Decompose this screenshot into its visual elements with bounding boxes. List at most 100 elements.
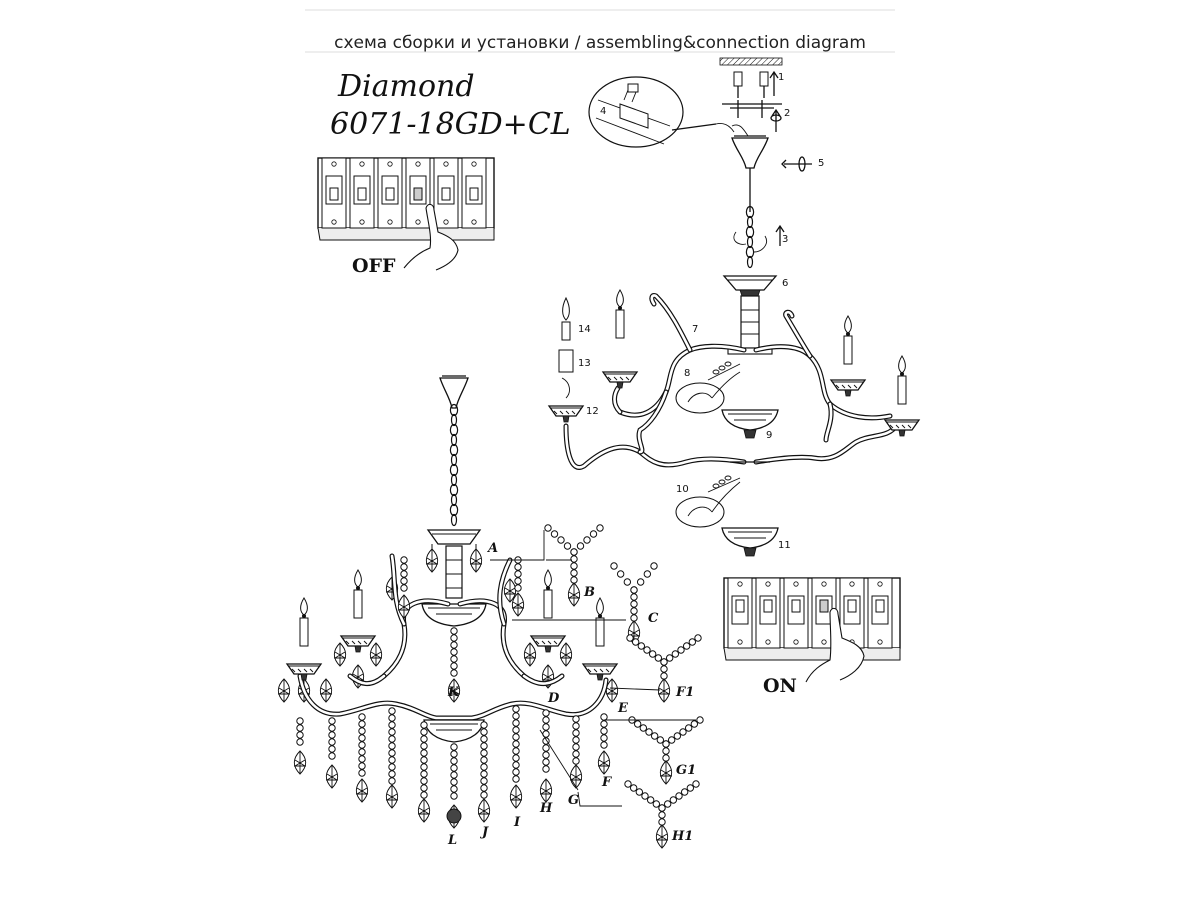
crystal-bead: [420, 756, 428, 764]
crystal-bead: [388, 735, 396, 743]
crystal-bead: [542, 723, 550, 731]
crystal-bead: [624, 780, 632, 788]
crystal-drop: [569, 764, 583, 789]
on-label: ON: [763, 675, 797, 697]
crystal-bead: [542, 751, 550, 759]
crystal-bead: [542, 709, 550, 717]
chain-link: [745, 205, 755, 219]
crystal-bead: [542, 765, 550, 773]
crystal-bead: [542, 744, 550, 752]
crystal-label: L: [447, 833, 457, 848]
crystal-drop: [385, 784, 399, 809]
crystal-bead: [633, 720, 642, 728]
crystal-label: A: [486, 541, 498, 556]
crystal-bead: [616, 570, 625, 578]
crystal-bead: [450, 757, 458, 765]
crystal-bead: [688, 638, 697, 646]
chain-link: [746, 255, 754, 269]
crystal-bead: [480, 791, 488, 799]
crystal-bead: [626, 634, 634, 642]
crystal-drop: [659, 760, 673, 785]
step-number: 4: [600, 106, 606, 117]
crystal-bead: [420, 749, 428, 757]
crystal-bead: [450, 662, 458, 670]
chain-link: [450, 413, 458, 427]
crystal-bead: [388, 714, 396, 722]
crystal-bead: [400, 577, 408, 585]
crystal-drop: [597, 750, 611, 775]
crystal-bead: [570, 576, 578, 584]
crystal-bead: [296, 724, 304, 732]
crystal-bead: [680, 788, 689, 796]
crystal-strand: [325, 717, 339, 789]
crystal-bead: [358, 734, 366, 742]
breaker-switch: [321, 157, 347, 229]
crystal-drop: [325, 764, 339, 789]
crystal-bead: [600, 720, 608, 728]
step-number: 5: [818, 158, 824, 169]
crystal-drop: [333, 642, 347, 667]
crystal-bead: [388, 742, 396, 750]
crystal-bead: [514, 577, 522, 585]
crystal-bead: [600, 727, 608, 735]
crystal-bead: [514, 584, 522, 592]
breaker-panel-on: [723, 577, 901, 683]
crystal-bead: [480, 777, 488, 785]
step-number: 12: [586, 406, 599, 417]
crystal-bead: [358, 755, 366, 763]
crystal-label: I: [513, 815, 521, 830]
crystal-strand: [509, 705, 523, 809]
crystal-bead: [480, 735, 488, 743]
crystal-bead: [652, 800, 661, 808]
candle-exploded-parts: [558, 296, 574, 399]
breaker-panel-off: [317, 157, 495, 271]
crystal-bead: [572, 715, 580, 723]
crystal-drop: [539, 778, 553, 803]
crystal-bead: [328, 724, 336, 732]
crystal-bead: [480, 749, 488, 757]
crystal-drop: [477, 798, 491, 823]
crystal-bead: [450, 655, 458, 663]
crystal-bead: [572, 743, 580, 751]
crystal-bead: [420, 721, 428, 729]
crystal-strand: [569, 715, 583, 789]
crystal-bead: [645, 728, 653, 736]
crystal-bead: [684, 724, 693, 732]
chain-link: [718, 365, 726, 371]
step-number: 10: [676, 484, 689, 495]
step-number: 13: [578, 358, 591, 369]
crystal-bead: [557, 536, 565, 544]
crystal-bead: [400, 570, 408, 578]
chain-link: [712, 483, 720, 489]
crystal-bead: [673, 732, 682, 740]
crystal-label: G1: [676, 763, 696, 778]
step-number: 7: [692, 324, 698, 335]
off-label: OFF: [352, 255, 396, 277]
crystal-bead: [650, 732, 659, 740]
chain-link: [450, 473, 458, 487]
crystal-bead: [480, 763, 488, 771]
crystal-bead: [630, 607, 638, 615]
crystal-drop: [293, 750, 307, 775]
crystal-bead: [480, 721, 488, 729]
crystal-bead: [542, 758, 550, 766]
crystal-bead: [328, 731, 336, 739]
crystal-bead: [679, 728, 687, 736]
crystal-bead: [671, 650, 680, 658]
crystal-bead: [420, 763, 428, 771]
crystal-drop: [417, 798, 431, 823]
crystal-bead: [480, 784, 488, 792]
breaker-switch: [349, 157, 375, 229]
chain-link: [746, 215, 754, 229]
crystal-label: C: [648, 611, 659, 626]
crystal-bead: [662, 740, 670, 748]
model-code: 6071-18GD+CL: [330, 107, 571, 142]
crystal-bead: [450, 771, 458, 779]
crystal-bead: [512, 747, 520, 755]
breaker-switch: [783, 577, 809, 649]
crystal-strand: [385, 707, 399, 809]
crystal-label: H1: [671, 829, 693, 844]
chain-link: [712, 369, 720, 375]
crystal-bead: [650, 562, 658, 570]
